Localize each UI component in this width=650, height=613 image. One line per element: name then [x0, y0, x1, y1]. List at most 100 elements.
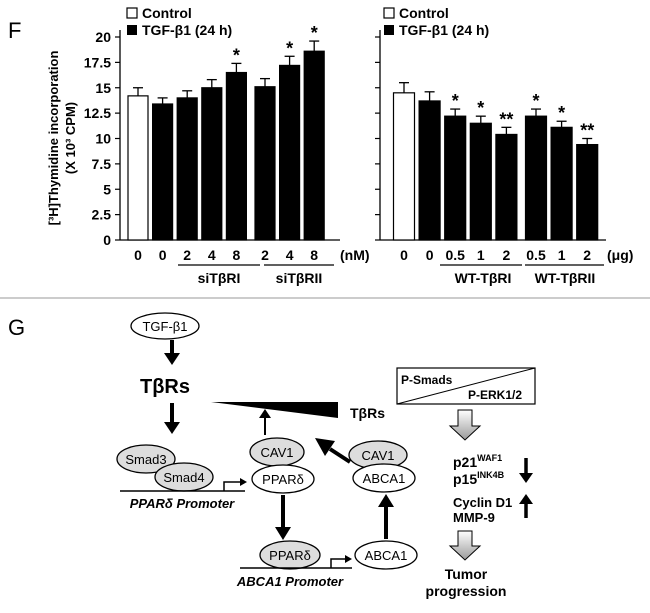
abca1-mid-node	[352, 463, 416, 493]
arrow-tbrs-to-smad-head	[164, 422, 180, 434]
significance-marker: *	[477, 98, 484, 118]
x-tick-label: 2	[583, 247, 591, 263]
unit-label-nm: (nM)	[340, 247, 370, 263]
tgf-beta1-node	[130, 312, 200, 340]
bar	[576, 143, 599, 241]
arrow-abca1-up-head	[378, 494, 394, 507]
y-axis-title-line1: [³H]Thymidine incorporation	[46, 51, 61, 226]
tbrs-label: TβRs	[140, 376, 190, 398]
chart-right: 0 0 * 0.5 * 1 ** 2 * 0.5 * 1 ** 2 Control TGF-β1 (24 …	[375, 5, 633, 286]
legend-swatch-tgf-right	[384, 25, 394, 35]
arrow-tgf-to-tbrs-head	[164, 353, 180, 365]
p21-superscript: WAF1	[477, 453, 502, 463]
smad3-node	[116, 444, 176, 474]
abca1-promoter-tss-head	[345, 555, 352, 563]
bar	[254, 86, 276, 241]
bar	[550, 126, 573, 241]
y-tick-label: 5	[103, 181, 111, 197]
x-tick-label: 0	[426, 247, 434, 263]
x-tick-label: 8	[233, 247, 241, 263]
p21-text: p21	[453, 454, 477, 470]
x-tick-label: 4	[286, 247, 294, 263]
perk-label: P-ERK1/2	[468, 388, 522, 402]
bar	[392, 92, 416, 241]
significance-marker: *	[452, 91, 459, 111]
x-tick-label: 0	[400, 247, 408, 263]
significance-marker: *	[532, 91, 539, 111]
bar	[176, 97, 198, 241]
significance-marker: **	[580, 121, 594, 141]
cav1-mid-label: CAV1	[362, 448, 395, 463]
legend-tgf-left: TGF-β1 (24 h)	[142, 22, 232, 38]
unit-label-ug: (μg)	[607, 247, 633, 263]
x-tick-label: 1	[477, 247, 485, 263]
significance-marker: **	[499, 109, 513, 129]
legend-tgf-right: TGF-β1 (24 h)	[399, 22, 489, 38]
tbrs-right-label: TβRs	[350, 405, 385, 421]
bar	[524, 115, 548, 241]
smad3-label: Smad3	[125, 452, 166, 467]
y-tick-label: 17.5	[84, 54, 111, 70]
bar	[495, 133, 518, 241]
x-tick-label: 2	[503, 247, 511, 263]
y-tick-label: 10	[95, 131, 111, 147]
bar	[303, 50, 325, 241]
bar	[418, 100, 441, 241]
psmads-perk-divider	[396, 367, 536, 405]
tumor-label: Tumor	[445, 566, 488, 582]
significance-marker: *	[311, 23, 318, 43]
group-label-sitbrii: siTβRII	[276, 270, 323, 286]
arrow-ppard-down-head	[275, 527, 291, 540]
p21-label: p21WAF1	[453, 453, 502, 470]
abca1-mid-label: ABCA1	[363, 471, 406, 486]
bar	[225, 71, 247, 241]
legend-control-right: Control	[399, 5, 449, 21]
significance-marker: *	[558, 103, 565, 123]
abca1-promoter-tss	[330, 558, 345, 568]
y-tick-label: 12.5	[84, 105, 111, 121]
ppard-bound-label: PPARδ	[269, 548, 311, 563]
arrow-cav1-inhibits-head	[259, 409, 271, 418]
arrow-complex-to-cav1-shaft	[328, 447, 352, 464]
abca1-promoter-label: ABCA1 Promoter	[236, 574, 344, 589]
y-tick-label: 7.5	[92, 156, 112, 172]
hollow-arrow-tumor	[448, 530, 482, 561]
ppard-bound-node	[259, 540, 321, 570]
p15-text: p15	[453, 471, 477, 487]
x-tick-label: 1	[558, 247, 566, 263]
y-tick-label: 20	[95, 29, 111, 45]
ppard-promoter-tss	[223, 481, 240, 491]
legend-swatch-tgf-left	[127, 25, 137, 35]
cav1-top-label: CAV1	[261, 445, 294, 460]
down-arrow-p21-head	[519, 473, 533, 483]
bar	[152, 103, 174, 241]
abca1-bottom-label: ABCA1	[365, 548, 408, 563]
legend-swatch-control-right	[383, 7, 395, 19]
ppard-label: PPARδ	[262, 472, 304, 487]
group-label-wt-tbri: WT-TβRI	[455, 270, 512, 286]
significance-marker: *	[286, 38, 293, 58]
panel-g-label: G	[8, 315, 25, 340]
up-arrow-cyclin-head	[519, 494, 533, 504]
x-tick-label: 8	[310, 247, 318, 263]
mmp9-label: MMP-9	[453, 510, 495, 525]
x-tick-label: 4	[208, 247, 216, 263]
x-tick-label: 0.5	[445, 247, 465, 263]
bar	[444, 115, 467, 241]
tbrs-gradient-wedge	[211, 402, 338, 418]
progression-label: progression	[426, 583, 507, 599]
bar	[127, 95, 149, 241]
smad4-label: Smad4	[163, 470, 204, 485]
x-tick-label: 0.5	[526, 247, 546, 263]
chart-right-plot: 0 0 * 0.5 * 1 ** 2 * 0.5 * 1 ** 2	[375, 30, 606, 263]
x-tick-label: 2	[261, 247, 269, 263]
abca1-bottom-node	[354, 540, 418, 570]
panel-g-diagram: G TGF-β1 TβRs TβRs P-Smads P-ERK1/2 CAV1…	[8, 312, 536, 599]
legend-swatch-control-left	[126, 7, 138, 19]
p15-label: p15INK4B	[453, 470, 505, 487]
ppard-promoter-label: PPARδ Promoter	[130, 496, 235, 511]
significance-marker: *	[233, 45, 240, 65]
